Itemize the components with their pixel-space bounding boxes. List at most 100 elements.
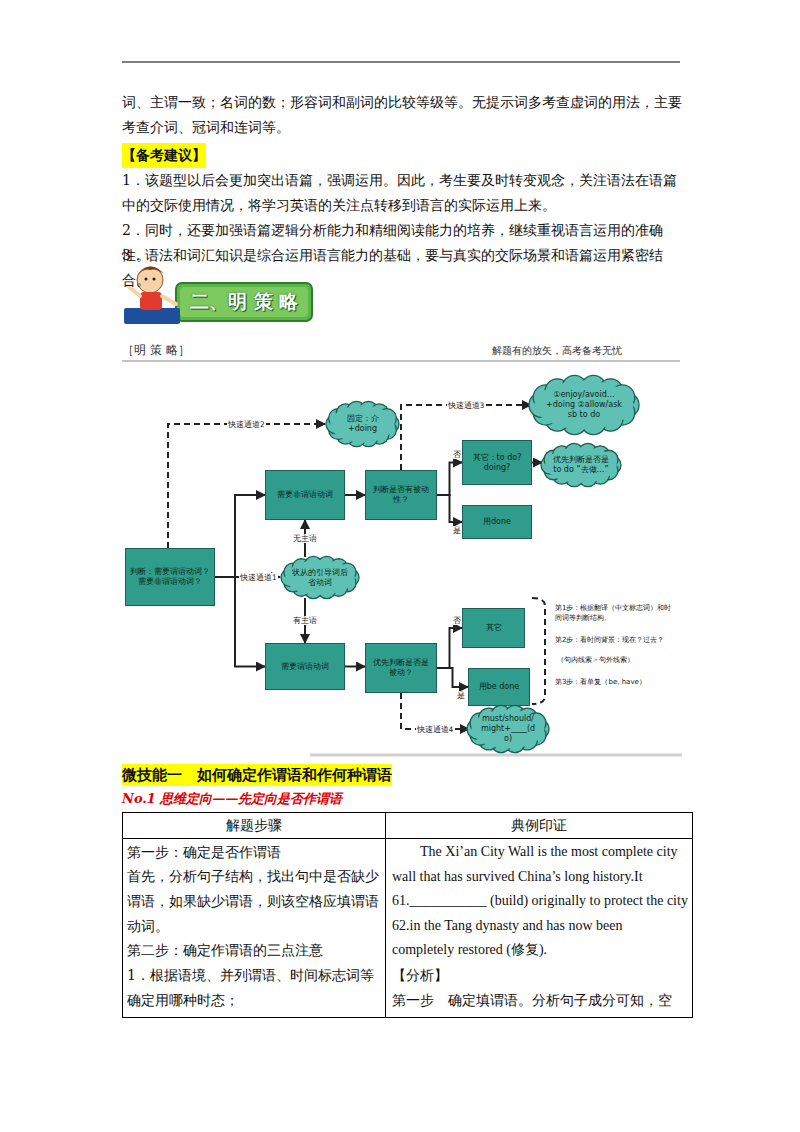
- connector-arrow: [437, 668, 468, 687]
- node-text-block: ①enjoy/avoid…+doing ②allow/ask sb to do: [545, 390, 623, 420]
- node-text-block: 优先判断是否是to do “去做…”: [552, 455, 610, 475]
- section-rule: [122, 361, 680, 362]
- skill-heading: 微技能一 如何确定作谓语和作何种谓语: [122, 764, 392, 786]
- connector-arrow: [532, 462, 542, 464]
- node-text: 判断是否有被动性？: [370, 485, 432, 505]
- step-note: 第3步：看单复（be, have）: [555, 677, 677, 687]
- section-slogan: 解题有的放矢，高考备考无忧: [492, 344, 622, 358]
- dashed-bracket: [532, 598, 545, 704]
- table-cell: 【分析】: [392, 963, 688, 988]
- node-text: 固定：介+doing: [336, 414, 389, 434]
- table-header: 典例印证: [386, 813, 692, 838]
- node-inner: 用done: [467, 506, 527, 538]
- cloud-callout: ①enjoy/avoid…+doing ②allow/ask sb to do: [528, 374, 640, 436]
- node-text-block: 优先判断是否是被动？: [370, 658, 432, 678]
- node-inner: 其它: [467, 609, 520, 647]
- table-cell: The Xi’an City Wall is the most complete…: [392, 840, 688, 963]
- node-text: ①enjoy/avoid…+doing ②allow/ask sb to do: [545, 390, 623, 420]
- process-box: 判断是否有被动性？: [365, 470, 437, 520]
- step-note: （句内线索＞句外线索）: [557, 655, 679, 665]
- node-text-block: 用done: [483, 517, 511, 527]
- node-text: 需要非谓语动词: [277, 490, 333, 500]
- table-header: 解题步骤: [123, 813, 385, 838]
- table-cell: 第二步：确定作谓语的三点注意: [127, 938, 383, 963]
- node-inner: 优先判断是否是to do “去做…”: [552, 442, 610, 488]
- header-rule: [122, 62, 680, 63]
- node-inner: 其它：to do? doing?: [467, 441, 527, 484]
- connector-arrow: [437, 463, 462, 496]
- section-tag: ［明 策 略］: [122, 341, 190, 359]
- node-inner: must/should/might+____(do): [479, 704, 537, 754]
- node-text: 用done: [483, 517, 511, 527]
- table-cell: 第一步：确定是否作谓语: [127, 840, 383, 865]
- cloud-callout: 固定：介+doing: [325, 400, 400, 448]
- node-inner: 判断是否有被动性？: [370, 471, 432, 519]
- table-cell: 1．根据语境、并列谓语、时间标志词等确定用哪种时态；: [127, 963, 383, 1013]
- process-box: 其它: [462, 608, 525, 648]
- process-box: 其它：to do? doing?: [462, 440, 532, 485]
- edge-label: 否: [452, 450, 462, 459]
- node-text: 用be done: [479, 682, 520, 692]
- node-text-block: 其它: [486, 623, 502, 633]
- body-text: 1．该题型以后会更加突出语篇，强调运用。因此，考生要及时转变观念，关注语法在语篇…: [122, 168, 684, 218]
- sub-heading: No.1 思维定向——先定向是否作谓语: [122, 789, 342, 809]
- table-cell: 第一步 确定填谓语。分析句子成分可知，空: [392, 988, 690, 1013]
- node-text: 状从的引导词后省动词: [292, 568, 348, 588]
- cloud-callout: 状从的引导词后省动词: [280, 555, 360, 600]
- process-box: 判断：需要谓语动词？需要非谓语动词？: [125, 548, 215, 606]
- body-text: 词、主谓一致；名词的数；形容词和副词的比较等级等。无提示词多考查虚词的用法，主要…: [122, 90, 684, 140]
- process-box: 需要谓语动词: [265, 643, 345, 690]
- edge-label: 是: [452, 526, 462, 535]
- node-text-block: 判断：需要谓语动词？需要非谓语动词？: [130, 567, 210, 587]
- step-note: 第1步：根据翻译（中文标志词）和时间词等判断结构。: [555, 603, 677, 623]
- process-box: 优先判断是否是被动？: [365, 643, 437, 693]
- table-grid: [122, 812, 693, 1018]
- cloud-callout: 优先判断是否是to do “去做…”: [540, 442, 622, 488]
- node-inner: 判断：需要谓语动词？需要非谓语动词？: [130, 549, 210, 605]
- connector-arrow: [345, 494, 365, 496]
- node-text: 其它：to do? doing?: [467, 453, 527, 473]
- node-text: 优先判断是否是to do “去做…”: [552, 455, 610, 475]
- node-inner: 优先判断是否是被动？: [370, 644, 432, 692]
- node-text-block: 状从的引导词后省动词: [292, 568, 348, 588]
- node-inner: 固定：介+doing: [336, 400, 389, 448]
- body-text: 3．语法和词汇知识是综合运用语言能力的基础，要与真实的交际场景和语篇运用紧密结合…: [122, 243, 684, 293]
- connector-arrow: [437, 495, 462, 522]
- node-text-block: 需要非谓语动词: [277, 490, 333, 500]
- section-heading: 【备考建议】: [122, 143, 206, 168]
- table-cell: 首先，分析句子结构，找出句中是否缺少谓语，如果缺少谓语，则该空格应填谓语动词。: [127, 864, 383, 939]
- node-text-block: must/should/might+____(do): [479, 714, 537, 744]
- node-text-block: 固定：介+doing: [336, 414, 389, 434]
- panel-bottom-rule: [310, 754, 682, 757]
- node-inner: 需要非谓语动词: [270, 471, 340, 519]
- node-inner: ①enjoy/avoid…+doing ②allow/ask sb to do: [545, 374, 623, 436]
- edge-label: 快速通道4: [416, 725, 455, 734]
- edge-label: 有主语: [292, 616, 318, 625]
- node-text: must/should/might+____(do): [479, 714, 537, 744]
- node-text-block: 需要谓语动词: [281, 662, 329, 672]
- node-text: 优先判断是否是被动？: [370, 658, 432, 678]
- node-text-block: 判断是否有被动性？: [370, 485, 432, 505]
- edge-label: 否: [452, 616, 462, 625]
- connector-arrow: [215, 495, 265, 577]
- step-note: 第2步：看时间背景：现在？过去？: [555, 635, 677, 645]
- banner: [124, 266, 312, 324]
- cloud-callout: must/should/might+____(do): [466, 704, 550, 754]
- process-box: 用done: [462, 505, 532, 539]
- process-box: 需要非谓语动词: [265, 470, 345, 520]
- edge-label: 无主语: [292, 534, 318, 543]
- process-box: 用be done: [468, 668, 530, 706]
- node-inner: 用be done: [473, 669, 525, 705]
- connector-arrow: [215, 577, 265, 667]
- connector-arrow: [437, 628, 462, 668]
- node-inner: 需要谓语动词: [270, 644, 340, 689]
- edge-label: 是: [456, 691, 466, 700]
- banner-title: 二、明 策 略: [190, 287, 298, 315]
- edge-label: 快速通道2: [227, 420, 266, 429]
- node-inner: 状从的引导词后省动词: [292, 555, 348, 600]
- node-text: 判断：需要谓语动词？需要非谓语动词？: [130, 567, 210, 587]
- edge-label: 快速通道3: [447, 401, 486, 410]
- node-text-block: 用be done: [479, 682, 520, 692]
